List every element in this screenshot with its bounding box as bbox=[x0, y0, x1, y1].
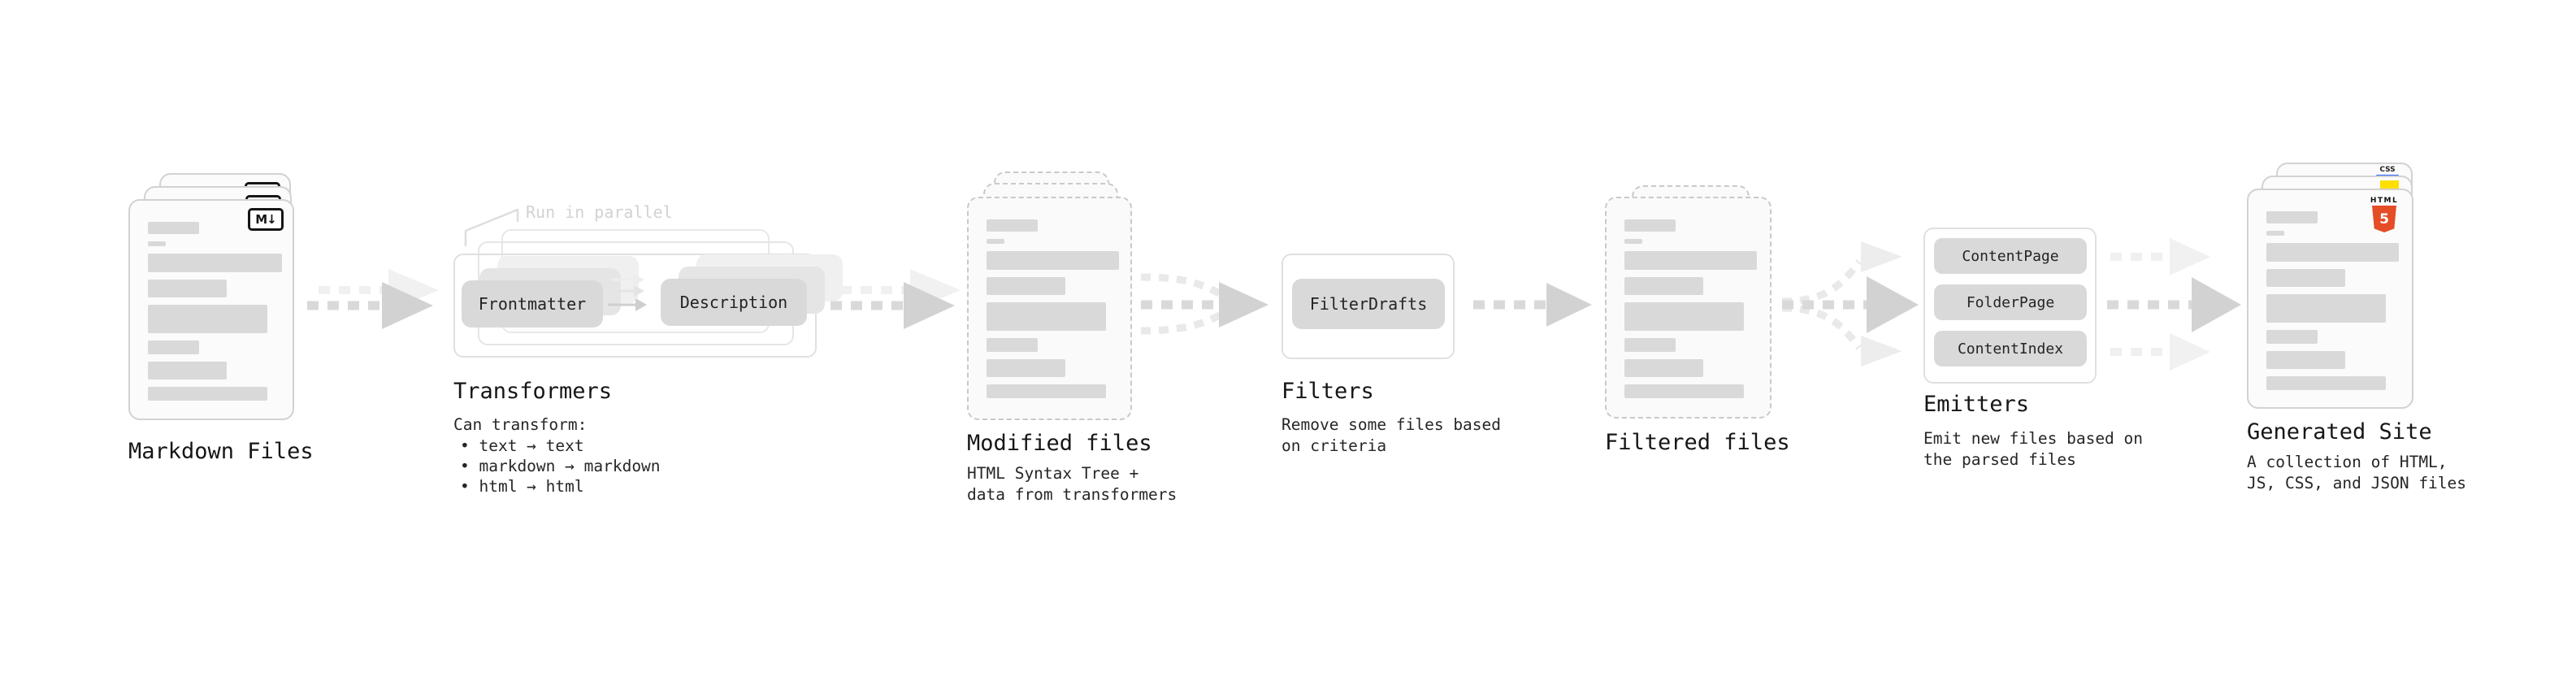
contentindex-pill: ContentIndex bbox=[1934, 331, 2087, 367]
transformers-bullet: • html → html bbox=[460, 477, 584, 496]
arrow-markdown-to-transformers bbox=[307, 269, 439, 329]
filterdrafts-pill: FilterDrafts bbox=[1292, 279, 1445, 329]
folderpage-pill: FolderPage bbox=[1934, 284, 2087, 320]
modified-files-description: HTML Syntax Tree + data from transformer… bbox=[967, 464, 1177, 504]
generated-site-card-front: HTML 5 bbox=[2247, 189, 2413, 409]
contentpage-pill: ContentPage bbox=[1934, 238, 2087, 274]
filters-frame bbox=[1281, 254, 1455, 359]
doc-content-placeholder bbox=[1624, 219, 1757, 398]
run-in-parallel-annotation: Run in parallel bbox=[526, 202, 673, 222]
transformers-description-title: Can transform: bbox=[453, 415, 588, 434]
emitters-frame bbox=[1923, 228, 2097, 384]
html5-icon: HTML 5 bbox=[2366, 197, 2402, 232]
emitters-label: Emitters bbox=[1923, 392, 2030, 417]
filtered-files-label: Filtered files bbox=[1605, 430, 1790, 455]
transformers-label: Transformers bbox=[453, 379, 613, 404]
filters-description: Remove some files based on criteria bbox=[1281, 415, 1502, 455]
transformers-bullet: • text → text bbox=[460, 436, 584, 455]
filters-label: Filters bbox=[1281, 379, 1374, 404]
modified-files-label: Modified files bbox=[967, 431, 1152, 456]
doc-content-placeholder bbox=[987, 219, 1119, 398]
arrow-modified-to-filters bbox=[1140, 273, 1268, 335]
doc-content-placeholder bbox=[2266, 211, 2399, 390]
generated-site-label: Generated Site bbox=[2247, 419, 2432, 445]
transformers-bullet: • markdown → markdown bbox=[460, 457, 661, 475]
markdown-files-label: Markdown Files bbox=[128, 439, 314, 464]
modified-file-card-front bbox=[967, 197, 1132, 420]
arrow-transformers-to-modified bbox=[830, 269, 961, 329]
markdown-file-card-front: M↓ bbox=[128, 199, 294, 420]
description-pill: Description bbox=[661, 279, 807, 326]
arrow-emitters-to-generated bbox=[2107, 238, 2241, 371]
frontmatter-pill: Frontmatter bbox=[462, 280, 603, 327]
doc-content-placeholder bbox=[148, 222, 282, 401]
js-icon bbox=[2380, 180, 2399, 191]
arrow-filters-to-filtered bbox=[1473, 283, 1592, 327]
generated-site-description: A collection of HTML, JS, CSS, and JSON … bbox=[2247, 453, 2467, 492]
filtered-file-card-front bbox=[1605, 197, 1772, 419]
markdown-icon: M↓ bbox=[248, 208, 284, 231]
emitters-description: Emit new files based on the parsed files bbox=[1923, 429, 2144, 469]
arrow-filtered-to-emitters bbox=[1781, 241, 1919, 367]
